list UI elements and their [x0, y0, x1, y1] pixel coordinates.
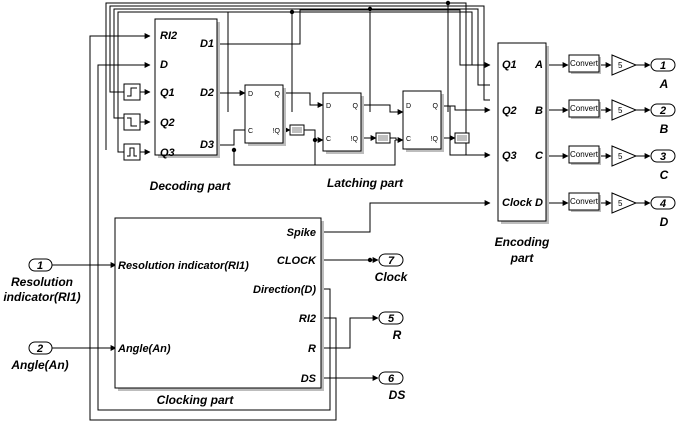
decoding-out-d3: D3 — [200, 139, 214, 151]
inport-1-label-line1: Resolution — [11, 275, 73, 289]
svg-text:D: D — [248, 91, 253, 98]
decoding-in-d: D — [160, 59, 168, 71]
svg-text:5: 5 — [618, 106, 623, 115]
svg-text:C: C — [660, 168, 669, 182]
signal-wires — [52, 2, 651, 421]
clocking-in-ri1: Resolution indicator(RI1) — [118, 260, 249, 272]
svg-text:2: 2 — [659, 105, 666, 117]
svg-text:2: 2 — [36, 343, 43, 355]
flip-flop-1[interactable]: D C Q !Q — [244, 84, 286, 146]
clocking-out-r: R — [308, 343, 316, 355]
outport-r[interactable]: 5 R — [378, 311, 404, 342]
svg-text:C: C — [326, 136, 331, 143]
svg-text:!Q: !Q — [351, 136, 359, 143]
svg-text:!Q: !Q — [431, 136, 439, 143]
encoding-out-b: B — [535, 105, 543, 117]
gain-blocks[interactable]: 5 5 5 5 — [611, 54, 638, 214]
encoding-caption-line2: part — [510, 251, 535, 265]
svg-text:!Q: !Q — [273, 128, 281, 135]
clocking-out-clock: CLOCK — [277, 255, 317, 267]
encoding-out-d: D — [535, 197, 543, 209]
svg-text:C: C — [406, 136, 411, 143]
svg-text:Convert: Convert — [570, 150, 599, 159]
encoding-in-q3: Q3 — [502, 150, 517, 162]
svg-text:Q: Q — [353, 103, 359, 110]
svg-text:DS: DS — [389, 388, 406, 402]
outport-ds[interactable]: 6 DS — [378, 371, 406, 402]
inport-2-label: Angle(An) — [10, 358, 68, 372]
svg-text:3: 3 — [660, 151, 666, 163]
encoding-block[interactable]: Q1 Q2 Q3 Clock A B C D — [497, 42, 549, 224]
encoding-caption-line1: Encoding — [495, 235, 550, 249]
small-convert-blocks[interactable] — [289, 124, 470, 144]
inport-2[interactable]: 2 — [28, 341, 53, 355]
encoding-in-q2: Q2 — [502, 105, 517, 117]
svg-text:4: 4 — [659, 198, 666, 210]
decoding-block[interactable]: RI2 D Q1 Q2 Q3 D1 D2 D3 — [154, 18, 220, 159]
outport-clock[interactable]: 7 Clock — [375, 253, 409, 284]
svg-text:1: 1 — [660, 60, 666, 72]
inport-1[interactable]: 1 — [28, 258, 53, 272]
encoding-out-c: C — [535, 150, 544, 162]
svg-text:D: D — [660, 215, 669, 229]
svg-text:R: R — [393, 328, 402, 342]
encoding-in-q1: Q1 — [502, 59, 517, 71]
clocking-out-direction: Direction(D) — [253, 284, 316, 296]
svg-text:Convert: Convert — [570, 104, 599, 113]
svg-text:5: 5 — [618, 199, 623, 208]
svg-text:C: C — [248, 128, 253, 135]
clocking-in-angle: Angle(An) — [117, 343, 171, 355]
decoding-in-q2: Q2 — [160, 117, 175, 129]
svg-text:5: 5 — [618, 152, 623, 161]
svg-text:Q: Q — [433, 103, 439, 110]
svg-text:B: B — [660, 122, 669, 136]
decoding-in-q1: Q1 — [160, 87, 175, 99]
decoding-out-d2: D2 — [200, 87, 214, 99]
convert-blocks[interactable]: Convert Convert Convert Convert — [568, 54, 601, 212]
svg-text:5: 5 — [618, 61, 623, 70]
svg-text:1: 1 — [37, 260, 43, 272]
svg-text:Q: Q — [275, 91, 281, 98]
outport-b[interactable]: 2 B — [650, 103, 676, 136]
latching-caption: Latching part — [327, 176, 404, 190]
svg-text:5: 5 — [388, 313, 395, 325]
flip-flop-2[interactable]: D C Q !Q — [322, 92, 364, 154]
decoding-out-d1: D1 — [200, 38, 214, 50]
svg-text:Convert: Convert — [570, 59, 599, 68]
svg-text:D: D — [326, 103, 331, 110]
encoding-out-a: A — [534, 59, 543, 71]
clocking-caption: Clocking part — [157, 393, 235, 407]
outport-c[interactable]: 3 C — [650, 149, 676, 182]
edge-detector-icons[interactable] — [123, 83, 141, 161]
outport-a[interactable]: 1 A — [650, 58, 676, 91]
svg-text:A: A — [659, 77, 669, 91]
outport-d[interactable]: 4 D — [650, 196, 676, 229]
junction-dots — [231, 0, 451, 263]
svg-text:Convert: Convert — [570, 197, 599, 206]
decoding-in-ri2: RI2 — [160, 30, 177, 42]
svg-text:Clock: Clock — [375, 270, 409, 284]
svg-text:6: 6 — [388, 373, 395, 385]
decoding-caption: Decoding part — [150, 179, 232, 193]
clocking-out-ds: DS — [301, 373, 317, 385]
inport-1-label-line2: indicator(RI1) — [3, 290, 80, 304]
decoding-in-q3: Q3 — [160, 147, 175, 159]
flip-flop-3[interactable]: D C Q !Q — [402, 90, 444, 152]
clocking-out-ri2: RI2 — [299, 313, 316, 325]
svg-text:7: 7 — [388, 255, 395, 267]
clocking-block[interactable]: Resolution indicator(RI1) Angle(An) Spik… — [114, 217, 324, 391]
clocking-out-spike: Spike — [287, 227, 316, 239]
svg-text:D: D — [406, 103, 411, 110]
encoding-in-clock: Clock — [502, 197, 533, 209]
